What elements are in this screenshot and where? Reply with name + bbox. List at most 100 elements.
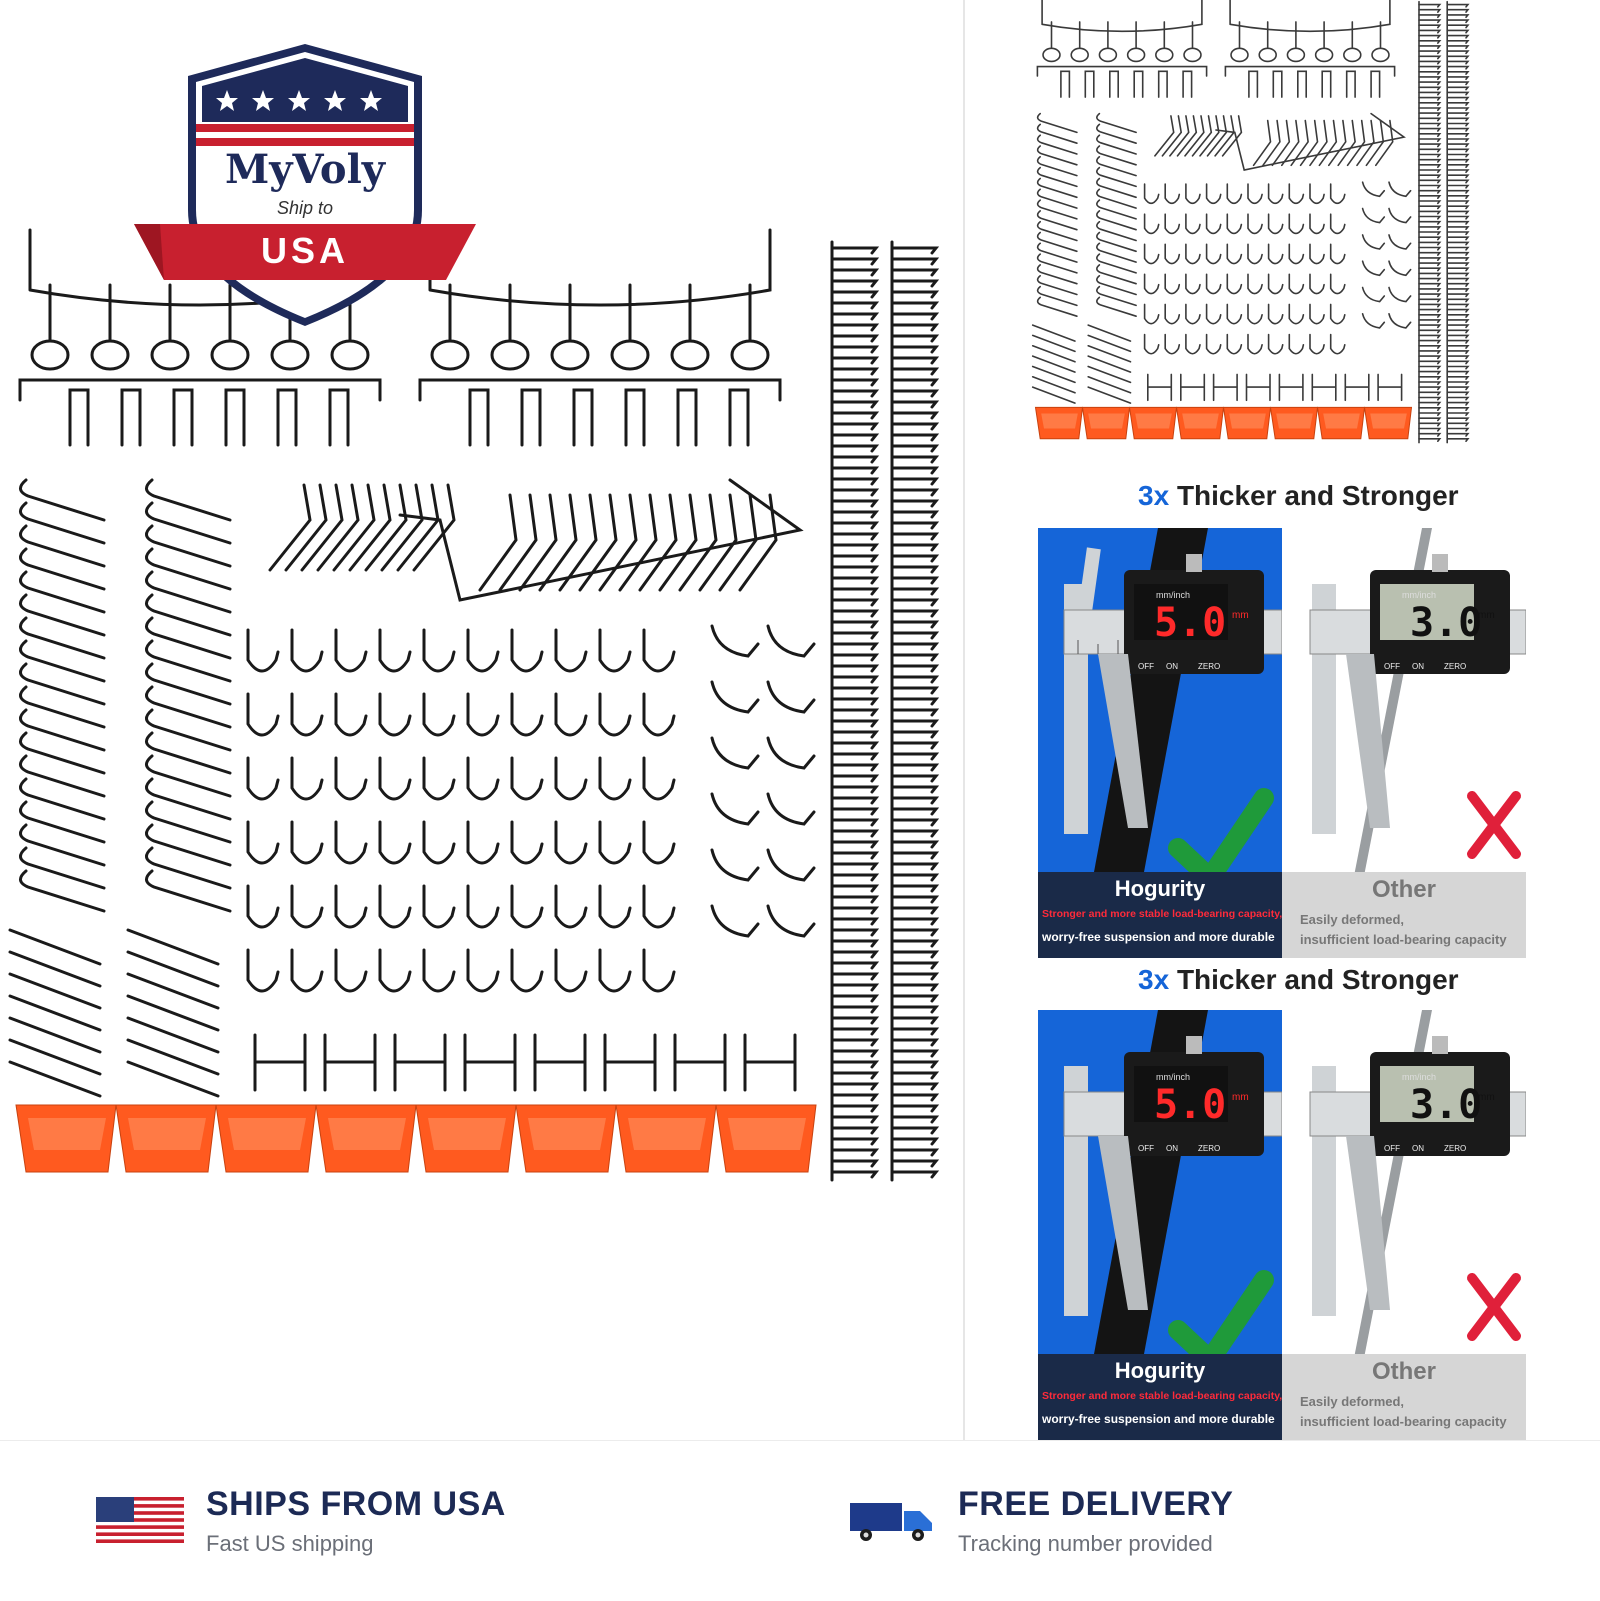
peg-lock	[1418, 288, 1442, 293]
peg-lock	[1418, 91, 1442, 96]
peg-lock	[1446, 215, 1470, 220]
angled-hook	[1199, 115, 1220, 157]
peg-lock	[830, 367, 880, 376]
j-hook	[1205, 183, 1222, 205]
j-hook	[246, 756, 280, 801]
single-hook	[1096, 231, 1137, 253]
curved-hook	[1388, 260, 1412, 277]
peg-lock	[1418, 215, 1442, 220]
peg-lock	[830, 950, 880, 959]
j-hook	[422, 756, 456, 801]
footer-bar: SHIPS FROM USA Fast US shipping FREE DEL…	[0, 1440, 1600, 1601]
peg-lock	[1446, 314, 1470, 318]
peg-lock	[1418, 65, 1442, 70]
peg-lock	[1418, 8, 1442, 13]
loop-hook	[1371, 47, 1390, 63]
peg-lock	[890, 477, 940, 486]
curved-hook	[710, 792, 760, 826]
j-hook	[554, 628, 588, 673]
single-hook	[19, 616, 106, 660]
single-hook	[19, 754, 106, 798]
angled-hook	[1221, 115, 1243, 157]
double-hook	[1087, 334, 1132, 353]
peg-lock	[830, 1137, 880, 1146]
angled-hook	[1309, 119, 1328, 167]
peg-lock	[890, 1082, 940, 1091]
peg-lock	[830, 576, 880, 585]
u-hook	[172, 388, 194, 447]
single-hook	[1096, 112, 1137, 134]
peg-lock	[890, 763, 940, 772]
hook-strip-bar	[1215, 112, 1406, 171]
peg-lock	[890, 928, 940, 937]
footer-item-free-delivery: FREE DELIVERY Tracking number provided	[850, 1485, 1450, 1565]
angled-hook	[478, 493, 518, 592]
peg-lock	[1446, 381, 1470, 386]
peg-lock	[830, 554, 880, 563]
peg-lock	[830, 994, 880, 1003]
double-hook	[126, 1038, 220, 1076]
h-holder	[253, 1033, 307, 1092]
peg-lock	[1418, 355, 1442, 360]
peg-lock	[890, 796, 940, 805]
peg-lock	[890, 290, 940, 299]
j-hook	[1164, 333, 1181, 355]
shield-icon	[134, 44, 476, 326]
h-holder	[743, 1033, 797, 1092]
peg-lock	[890, 895, 940, 904]
peg-lock	[890, 741, 940, 750]
peg-lock	[890, 400, 940, 409]
peg-lock	[1446, 29, 1470, 34]
angled-hook	[638, 493, 678, 592]
peg-lock	[830, 433, 880, 442]
peg-lock	[1446, 319, 1470, 324]
j-hook	[1164, 303, 1181, 325]
h-holder	[1245, 373, 1271, 402]
double-hook	[1031, 386, 1076, 404]
peg-lock	[830, 1027, 880, 1036]
u-hook	[1297, 70, 1307, 98]
peg-lock	[890, 257, 940, 266]
check-icon	[1168, 788, 1274, 888]
angled-hook	[332, 483, 376, 572]
peg-lock	[890, 411, 940, 420]
single-hook	[19, 777, 106, 821]
angled-hook	[1169, 115, 1190, 157]
angled-hook	[1290, 119, 1309, 167]
heading-prefix: 3x	[1138, 964, 1170, 995]
peg-lock	[1446, 262, 1470, 267]
peg-lock	[830, 697, 880, 706]
j-hook	[510, 884, 544, 929]
angled-hook	[1184, 115, 1205, 157]
curved-hook	[766, 792, 816, 826]
peg-lock	[830, 928, 880, 937]
j-hook	[1205, 243, 1222, 265]
peg-lock	[890, 829, 940, 838]
peg-lock	[1446, 303, 1470, 308]
angled-hook	[718, 493, 758, 592]
peg-lock	[1418, 236, 1442, 241]
peg-lock	[1418, 81, 1442, 86]
peg-lock	[830, 972, 880, 981]
peg-lock	[890, 664, 940, 673]
single-hook	[145, 685, 232, 729]
j-hook	[1329, 303, 1346, 325]
peg-lock	[890, 1060, 940, 1069]
angled-hook	[1161, 115, 1183, 157]
j-hook	[466, 628, 500, 673]
bad-reading: 3.0	[1410, 600, 1483, 646]
u-hook	[1109, 70, 1119, 98]
j-hook	[378, 628, 412, 673]
j-hook	[290, 756, 324, 801]
j-hook	[378, 948, 412, 993]
single-hook	[19, 846, 106, 890]
good-off-label: OFF	[1138, 662, 1154, 671]
single-hook	[19, 570, 106, 614]
peg-lock	[830, 455, 880, 464]
single-hook	[1036, 177, 1078, 199]
bad-caliper-units: mm/inch	[1402, 590, 1437, 600]
curved-hook	[710, 680, 760, 714]
peg-lock	[1418, 29, 1442, 34]
badge-ship-to: Ship to	[276, 198, 334, 218]
peg-lock	[1418, 24, 1442, 29]
